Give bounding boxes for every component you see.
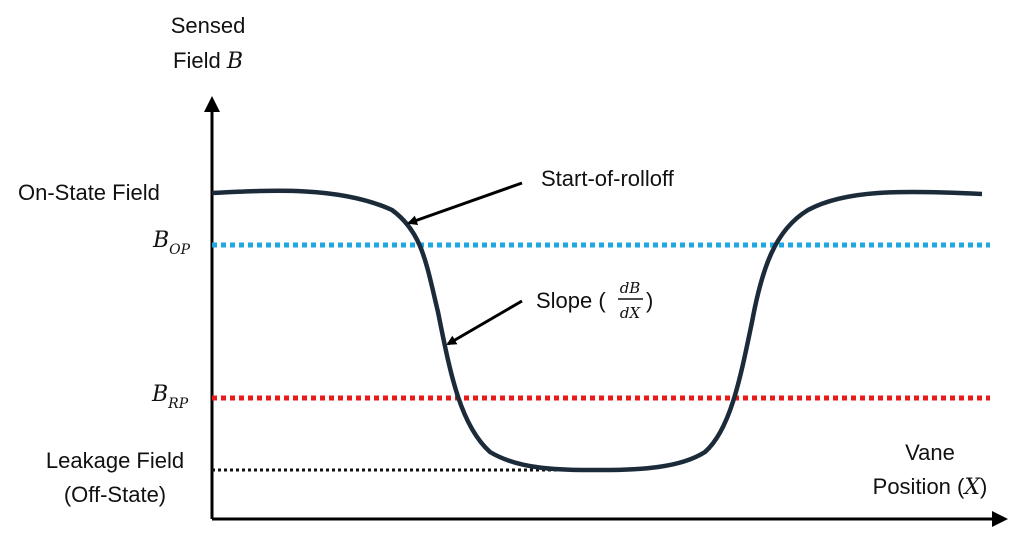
slope-label: Slope ( [536,288,606,313]
slope-arrow [446,299,523,346]
slope-denominator: dX [620,304,642,322]
field-curve [211,188,983,473]
x-axis-label-line2: Position (X) [873,474,988,500]
y-axis-arrowhead [204,96,220,112]
y-axis-label-line2: Field B [173,48,243,74]
off-state-label: (Off-State) [64,482,166,507]
on-state-field-label: On-State Field [18,180,160,205]
start-of-rolloff-label: Start-of-rolloff [541,166,675,191]
b-rp-label: BRP [151,382,189,412]
y-axis-label-line1: Sensed [171,13,246,38]
slope-close-paren: ) [646,288,653,313]
leakage-field-label: Leakage Field [46,448,184,473]
x-axis-label-line1: Vane [905,440,955,465]
b-op-label: BOP [152,228,191,258]
rolloff-arrow [407,181,523,226]
slope-numerator: dB [620,279,641,297]
x-axis-arrowhead [992,511,1008,527]
